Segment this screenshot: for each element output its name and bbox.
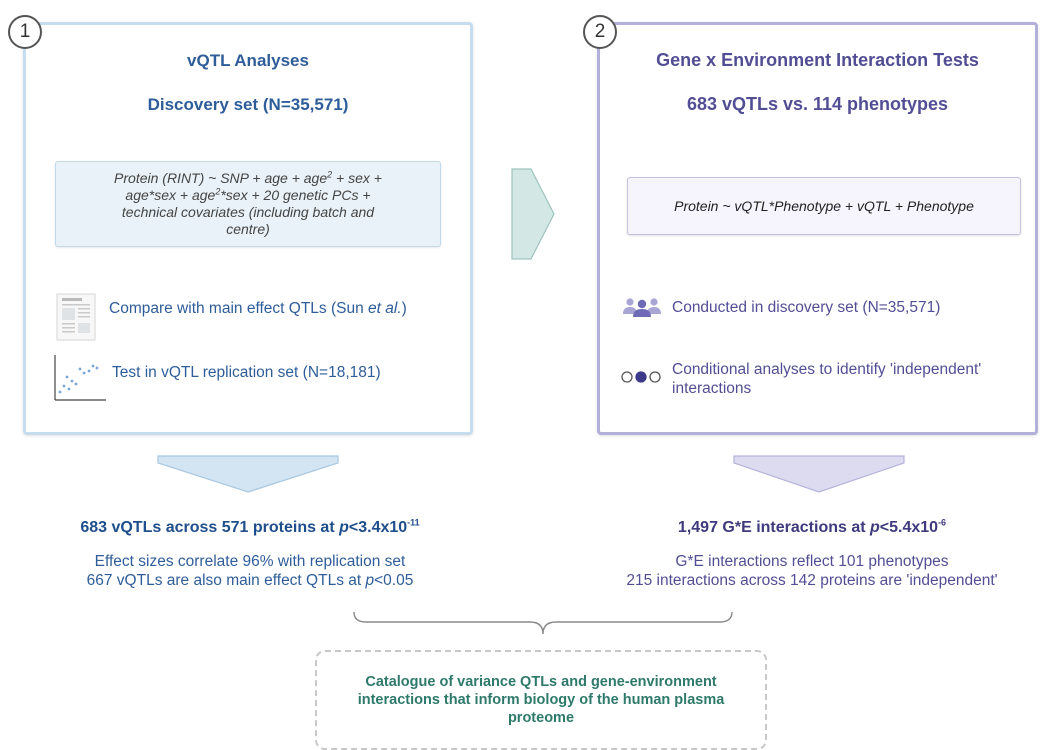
gxe-headline-exponent: -6	[938, 517, 947, 528]
vqtl-result-line1: Effect sizes correlate 96% with replicat…	[94, 553, 406, 570]
final-line3: proteome	[507, 710, 575, 726]
down-arrow-left-icon	[157, 455, 339, 493]
gxe-model-formula: Protein ~ vQTL*Phenotype + vQTL + Phenot…	[627, 177, 1021, 235]
scatter-plot-icon	[54, 355, 106, 401]
gxe-result-line2: 215 interactions across 142 proteins are…	[626, 572, 998, 589]
step-number-2-label: 2	[594, 21, 606, 42]
step1-subtitle: Discovery set (N=35,571)	[147, 95, 349, 114]
final-conclusion-box: Catalogue of variance QTLs and gene-envi…	[315, 650, 767, 750]
gxe-result-headline: 1,497 G*E interactions at p<5.4x10-6	[570, 517, 1054, 537]
test-replication-item: Test in vQTL replication set (N=18,181)	[112, 364, 381, 381]
document-icon	[56, 293, 96, 341]
final-line2: interactions that inform biology of the …	[357, 692, 725, 708]
three-circles-icon	[621, 371, 661, 383]
people-group-icon	[623, 298, 661, 317]
compare-main-effect-item: Compare with main effect QTLs (Sun et al…	[109, 300, 407, 318]
vqtl-headline-threshold: <3.4x10	[348, 519, 408, 536]
step-number-1: 1	[8, 15, 42, 49]
vqtl-result-headline: 683 vQTLs across 571 proteins at p<3.4x1…	[0, 517, 500, 537]
merge-brace-icon	[353, 611, 733, 635]
step2-subtitle: 683 vQTLs vs. 114 phenotypes	[686, 94, 949, 114]
conditional-analyses-item: Conditional analyses to identify 'indepe…	[672, 360, 981, 398]
formula-line2-b: *sex + 20 genetic PCs +	[220, 187, 371, 203]
formula-line4: centre)	[226, 221, 270, 237]
formula-line1-sup: 2	[327, 169, 333, 180]
step-number-2: 2	[583, 15, 617, 49]
vqtl-headline-exponent: -11	[407, 517, 420, 528]
final-line1: Catalogue of variance QTLs and gene-envi…	[365, 674, 717, 690]
vqtl-headline-p: p	[339, 519, 349, 536]
step-number-1-label: 1	[19, 21, 31, 42]
vqtl-result-line2-end: <0.05	[374, 572, 414, 589]
gxe-result-details: G*E interactions reflect 101 phenotypes …	[570, 552, 1054, 590]
formula-line2-sup: 2	[215, 186, 221, 197]
vqtl-result-line2-p: p	[365, 572, 375, 589]
vqtl-model-formula: Protein (RINT) ~ SNP + age + age2 + sex …	[55, 161, 441, 247]
formula-line1-b: + sex +	[332, 170, 382, 186]
vqtl-headline-text: 683 vQTLs across 571 proteins at	[80, 519, 340, 536]
step2-title: Gene x Environment Interaction Tests	[656, 50, 979, 70]
down-arrow-right-icon	[733, 455, 905, 493]
conditional-line1: Conditional analyses to identify 'indepe…	[672, 361, 982, 378]
vqtl-result-details: Effect sizes correlate 96% with replicat…	[0, 552, 500, 590]
chevron-arrow-icon	[511, 168, 555, 260]
gxe-headline-p: p	[870, 519, 880, 536]
compare-text-end: )	[401, 300, 407, 317]
conducted-discovery-item: Conducted in discovery set (N=35,571)	[672, 299, 941, 316]
step1-title: vQTL Analyses	[187, 51, 309, 70]
gxe-headline-text: 1,497 G*E interactions at	[677, 519, 870, 536]
conditional-line2: interactions	[672, 380, 752, 397]
compare-et-al: et al.	[368, 300, 402, 317]
vqtl-result-line2: 667 vQTLs are also main effect QTLs at	[86, 572, 366, 589]
formula-line1-a: Protein (RINT) ~ SNP + age + age	[114, 170, 328, 186]
formula-line2-a: age*sex + age	[125, 187, 216, 203]
formula-line3: technical covariates (including batch an…	[121, 204, 375, 220]
gxe-result-line1: G*E interactions reflect 101 phenotypes	[675, 553, 949, 570]
gxe-headline-threshold: <5.4x10	[879, 519, 939, 536]
compare-text: Compare with main effect QTLs (Sun	[109, 300, 369, 317]
